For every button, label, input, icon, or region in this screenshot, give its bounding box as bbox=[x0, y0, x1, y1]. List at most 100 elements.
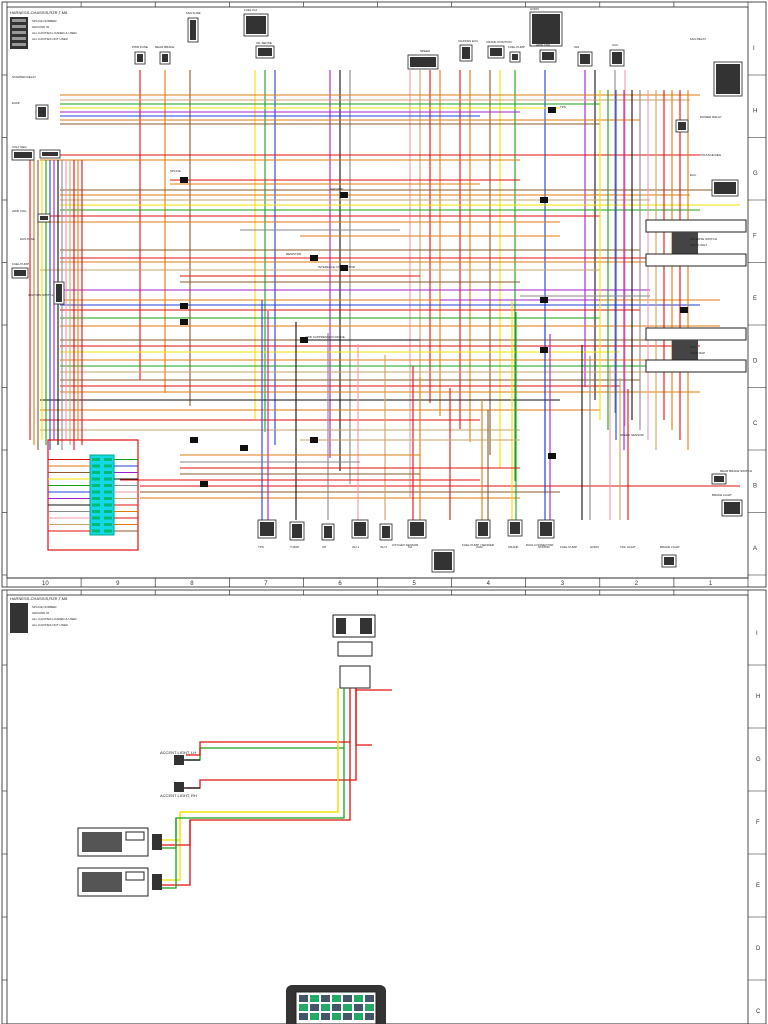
column-number: 2 bbox=[635, 581, 639, 587]
connector bbox=[134, 51, 146, 65]
connector-label: IAT bbox=[322, 545, 327, 549]
component-label: HEADLIGHT bbox=[690, 243, 707, 247]
connector bbox=[321, 523, 335, 541]
ecu-block-lower bbox=[645, 327, 747, 373]
connector-label: EVAP bbox=[12, 101, 20, 105]
connector bbox=[539, 49, 557, 63]
connector bbox=[487, 45, 505, 59]
splice-marker bbox=[310, 255, 318, 261]
connector-label: TPS bbox=[560, 105, 566, 109]
connector-label: BRAKE LIGHT bbox=[660, 545, 680, 549]
row-letter: F bbox=[753, 234, 757, 240]
splice-marker bbox=[540, 297, 548, 303]
splice-marker bbox=[190, 437, 198, 443]
row-letter: B bbox=[753, 484, 757, 490]
connector-label: FAN FUSE bbox=[186, 11, 201, 15]
page2-legend: SPLICE NUMBER GROUND ID ALL CAVITIES LOA… bbox=[10, 603, 78, 633]
splice-marker bbox=[540, 197, 548, 203]
connector-label: IGNITION SWITCH bbox=[28, 293, 54, 297]
connector bbox=[187, 17, 199, 43]
connector bbox=[407, 54, 439, 70]
connector bbox=[407, 519, 427, 539]
connector-label: ECU bbox=[690, 173, 696, 177]
connector-label: O2 bbox=[408, 545, 412, 549]
svg-text:SPLICE NUMBER: SPLICE NUMBER bbox=[32, 605, 57, 609]
splice-marker bbox=[548, 107, 556, 113]
connector bbox=[711, 473, 727, 485]
component-label: WIRE MAP bbox=[690, 351, 705, 355]
row-letter: E bbox=[756, 883, 760, 889]
connector bbox=[661, 554, 677, 568]
column-number: 5 bbox=[413, 581, 417, 587]
splice-marker bbox=[180, 177, 188, 183]
ecu-connector-main bbox=[47, 439, 139, 551]
column-number: 3 bbox=[561, 581, 565, 587]
connector bbox=[459, 44, 473, 62]
connector-label: CAM bbox=[476, 545, 483, 549]
connector-label: OIL SENSE bbox=[256, 41, 272, 45]
light-module-upper bbox=[77, 827, 162, 857]
row-letter: E bbox=[753, 296, 757, 302]
row-letter: D bbox=[753, 359, 758, 365]
component-label: OXYGEN SENSOR bbox=[392, 543, 419, 547]
connector-label: ACC bbox=[612, 43, 619, 47]
row-letter: G bbox=[753, 171, 758, 177]
connector bbox=[713, 61, 743, 97]
column-number: 8 bbox=[190, 581, 194, 587]
component-label: BRAKE LIGHT bbox=[712, 493, 732, 497]
connector-label: FUEL INJ bbox=[244, 8, 257, 12]
page2-grid-ticks bbox=[2, 590, 766, 981]
row-letter: F bbox=[756, 820, 760, 826]
connector bbox=[609, 49, 625, 67]
connector bbox=[529, 11, 563, 47]
connector-label: INJ 2 bbox=[380, 545, 387, 549]
connector-label: HORN bbox=[530, 7, 539, 11]
row-letter: C bbox=[756, 1009, 761, 1015]
connector bbox=[159, 51, 171, 65]
row-letter: G bbox=[756, 757, 761, 763]
light-module-lower bbox=[77, 867, 162, 897]
connector bbox=[507, 519, 523, 537]
splice-marker bbox=[310, 437, 318, 443]
component-label: ECU bbox=[690, 345, 696, 349]
svg-text:ALL CAVITIES LOADED & USED: ALL CAVITIES LOADED & USED bbox=[32, 617, 78, 621]
component-label: SPLICE bbox=[170, 169, 181, 173]
connector-label: VOLT REG bbox=[12, 145, 28, 149]
connector bbox=[53, 281, 65, 305]
connector bbox=[35, 104, 49, 120]
connector-label: IGN bbox=[574, 45, 579, 49]
splice-marker bbox=[180, 303, 188, 309]
svg-text:ALL CAVITIES LOADED & USED: ALL CAVITIES LOADED & USED bbox=[32, 31, 78, 35]
connectors bbox=[11, 11, 743, 573]
page2-wires bbox=[162, 688, 392, 889]
connector bbox=[11, 267, 29, 279]
column-number: 1 bbox=[709, 581, 713, 587]
splice-marker bbox=[680, 307, 688, 313]
connector-label: HORN bbox=[590, 545, 599, 549]
component-label: REVERSE SWITCH bbox=[690, 237, 717, 241]
component-label: GROUND bbox=[330, 187, 344, 191]
page2-main-connector bbox=[332, 614, 376, 689]
accent-light-lh: ACCENT LIGHT, LH bbox=[160, 750, 196, 765]
svg-text:SPLICE NUMBER: SPLICE NUMBER bbox=[32, 19, 57, 23]
connector-label: FUEL PUMP bbox=[560, 545, 577, 549]
row-letter: I bbox=[753, 46, 755, 52]
connector-label: AWD COIL bbox=[12, 209, 27, 213]
column-number: 10 bbox=[42, 581, 49, 587]
connector-label: FAN FUSE bbox=[20, 237, 35, 241]
connector bbox=[39, 149, 61, 159]
connector-label: TAIL LIGHT bbox=[620, 545, 636, 549]
column-number: 7 bbox=[264, 581, 268, 587]
splice-marker bbox=[240, 445, 248, 451]
connector bbox=[721, 499, 743, 517]
splice-marker bbox=[200, 481, 208, 487]
page1-title: HARNESS-CHASSIS,RZR,T,M8 bbox=[10, 10, 68, 15]
svg-text:ALL CAVITIES NOT USED: ALL CAVITIES NOT USED bbox=[32, 623, 69, 627]
column-number: 6 bbox=[338, 581, 342, 587]
accent-light-rh: ACCENT LIGHT, RH bbox=[160, 782, 197, 798]
column-number: 4 bbox=[487, 581, 491, 587]
connector bbox=[431, 549, 455, 573]
connector-label: STATOR bbox=[538, 545, 551, 549]
